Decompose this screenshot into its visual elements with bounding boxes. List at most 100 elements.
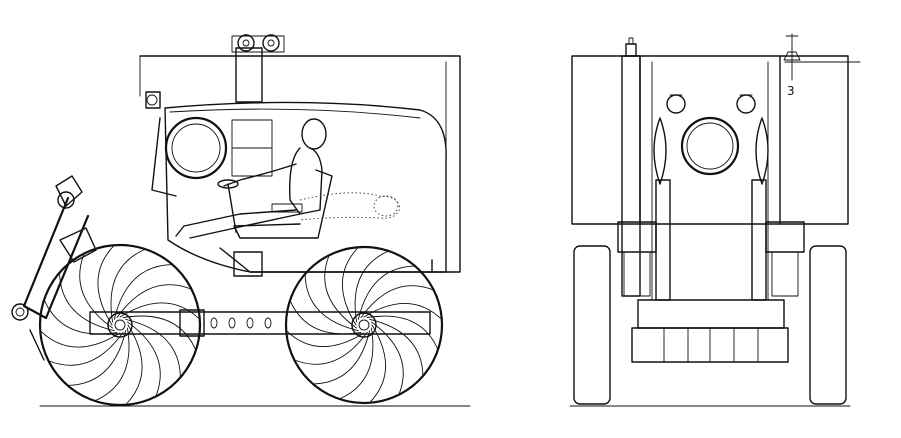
bucket-ribs — [663, 327, 759, 363]
driver-head — [301, 118, 327, 150]
left-tyre — [573, 245, 611, 405]
roller-frame — [231, 35, 285, 53]
wheel-spiral-blade — [312, 330, 371, 385]
wheel-spiral-blade — [59, 272, 115, 332]
wheel-spiral-blade — [324, 254, 358, 329]
wheel-spiral-blade — [289, 299, 362, 335]
wheel-spiral-blade — [67, 330, 127, 386]
steering-column — [227, 183, 237, 233]
reclined-figure-head-dotted — [373, 195, 399, 217]
front-lamp-lens — [146, 94, 158, 106]
cab-roof-line — [169, 108, 421, 119]
front-mast — [621, 55, 641, 297]
driver-arm — [223, 163, 297, 187]
wheel-spiral-blade — [39, 330, 121, 348]
driver-figure — [175, 118, 327, 239]
wheel-rim — [284, 245, 444, 405]
axle-beam — [89, 311, 431, 335]
chassis-block — [233, 251, 263, 277]
axle-hole — [246, 317, 254, 329]
front-lamp — [145, 91, 161, 109]
front-view: 3 — [569, 33, 861, 407]
axle-holes — [210, 317, 272, 329]
axle-hole — [210, 317, 218, 329]
wheel-spiral-blade — [47, 331, 124, 366]
wheel-spiral-blade — [79, 252, 114, 329]
mast-cap — [625, 43, 637, 57]
porthole-window — [164, 116, 228, 180]
right-tyre — [809, 245, 847, 405]
wheel-spiral-blade — [357, 265, 416, 320]
right-cylinder — [751, 179, 767, 301]
front-frame — [151, 117, 177, 197]
wheel-spiral-blade — [113, 264, 173, 320]
wheel-spiral-blade — [370, 321, 404, 396]
wheel-spiral-blade — [285, 330, 365, 348]
front-strut — [29, 329, 45, 361]
front-arm-claw — [55, 175, 83, 207]
wheel-spiral-blade — [304, 273, 359, 332]
axle-hole — [228, 317, 236, 329]
annotation-label: 3 — [787, 84, 795, 98]
wheel-spiral-blade — [293, 331, 368, 365]
driver-seat — [233, 169, 333, 239]
top-roller-right — [262, 34, 280, 52]
left-mirror — [653, 117, 667, 185]
top-roller-left — [237, 34, 255, 52]
wheel-spiral-blade — [43, 299, 118, 335]
front-porthole-inner — [686, 122, 734, 170]
driver-leg — [175, 209, 297, 237]
wheel-spiral-blade — [94, 327, 130, 402]
mast — [235, 47, 263, 103]
wheel-hub — [351, 312, 377, 338]
wheel-spiral-blade — [369, 318, 424, 377]
left-joint-block — [617, 221, 657, 253]
wheel-spiral-blade — [369, 324, 387, 404]
wheel-spiral-blade — [366, 315, 439, 351]
wheel-axle — [114, 319, 126, 331]
front-arm-pivot — [57, 191, 75, 209]
driver-torso — [289, 147, 323, 215]
rear-wheel — [284, 245, 444, 405]
front-arm — [22, 196, 90, 320]
side-view — [11, 34, 471, 407]
porthole-inner-ring — [171, 123, 221, 173]
seat-belt — [271, 203, 303, 213]
wheel-spiral-blade — [126, 321, 161, 398]
left-lamp — [666, 94, 686, 114]
wheel-spiral-blade — [119, 302, 201, 320]
wheel-spiral-blade — [341, 246, 359, 326]
reclined-figure-dotted — [299, 192, 401, 221]
front-wheel — [38, 243, 202, 407]
wheel-spiral-blade — [116, 284, 193, 319]
lower-cab-line — [219, 247, 433, 273]
wheel-spiral-blade — [354, 250, 390, 323]
wheel-axle — [358, 319, 370, 331]
wheel-spiral-blade — [125, 318, 181, 378]
wheel-spiral-blade — [363, 302, 443, 320]
top-roller-right-hub — [267, 39, 275, 47]
right-lower-block — [771, 251, 799, 297]
wheel-spiral-blade — [338, 327, 374, 400]
right-lamp — [736, 94, 756, 114]
marker-head — [783, 51, 801, 61]
wheel-spiral-blade — [122, 315, 197, 351]
wheel-hub — [107, 312, 133, 338]
left-lower-block — [623, 251, 651, 297]
mast-tip — [628, 37, 634, 45]
wheel-spiral-blade — [110, 248, 146, 323]
left-cylinder — [655, 179, 671, 301]
front-porthole — [680, 116, 740, 176]
front-arm-roller — [11, 303, 29, 321]
axle-coupler — [179, 309, 205, 337]
cab-canopy — [164, 101, 447, 273]
upper-body-outline — [139, 55, 461, 273]
front-arm-roller-hub — [15, 307, 25, 317]
wheel-spiral-blade — [125, 324, 143, 406]
front-body — [571, 55, 849, 225]
front-bracket — [59, 227, 97, 263]
right-joint-block — [765, 221, 805, 253]
top-roller-left-hub — [242, 39, 250, 47]
